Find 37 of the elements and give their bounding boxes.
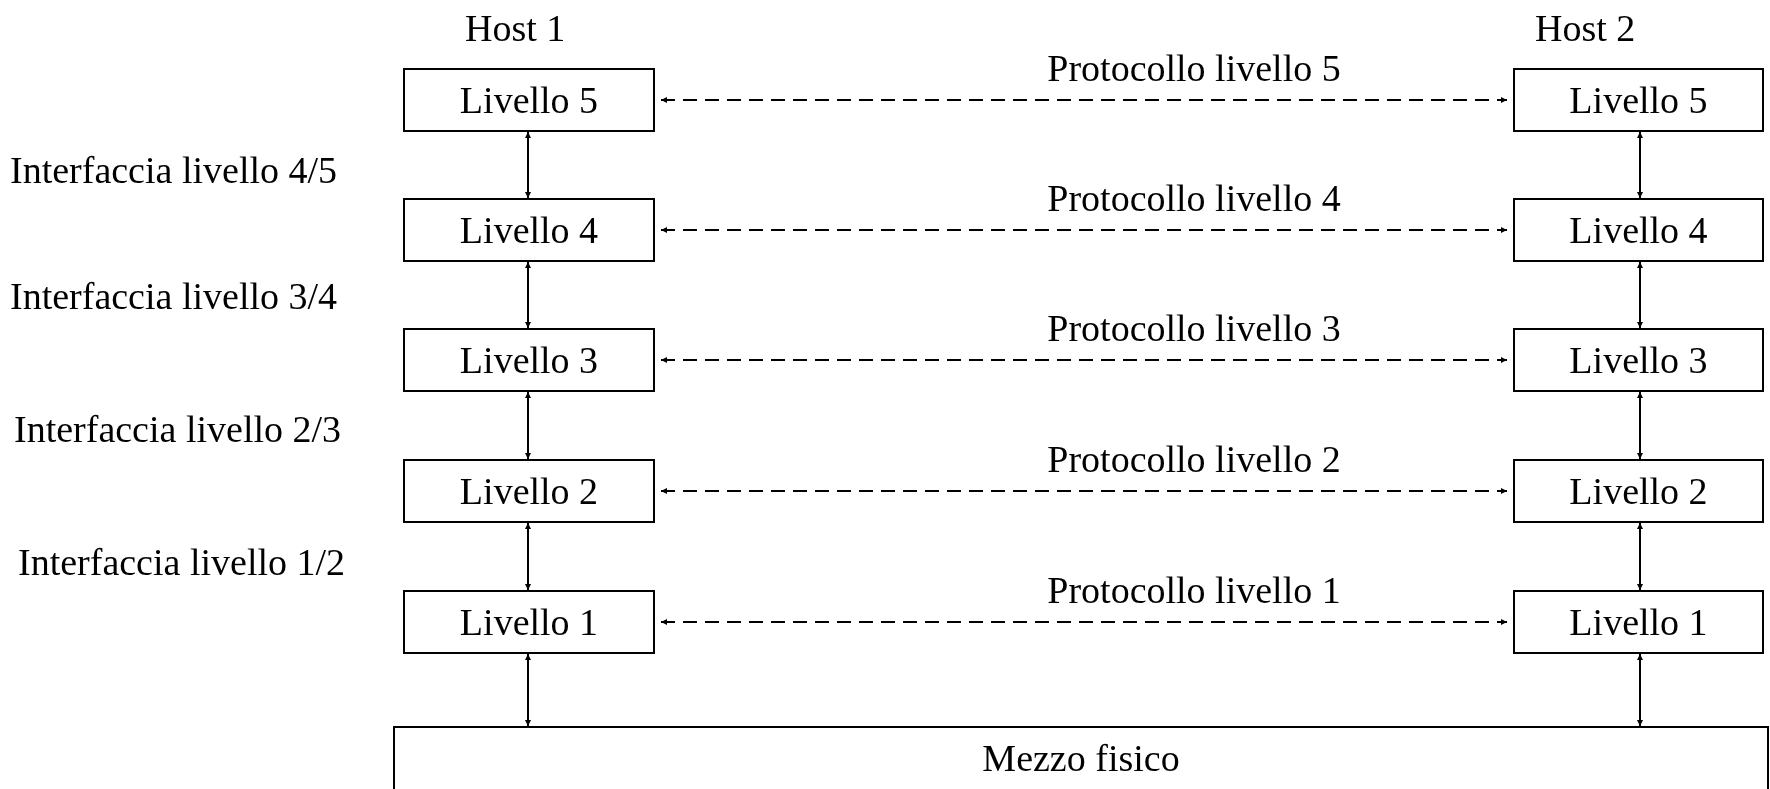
arrow (525, 522, 531, 591)
dashed-arrow (660, 97, 1508, 103)
arrow (1637, 522, 1643, 591)
layer-box: Livello 1 (403, 590, 655, 654)
layer-box: Livello 2 (1513, 459, 1764, 523)
edge-label: Protocollo livello 2 (1046, 437, 1342, 481)
layer-box: Mezzo fisico (393, 726, 1769, 789)
arrow (1637, 261, 1643, 329)
host-heading: Host 1 (465, 6, 566, 50)
arrow (1637, 131, 1643, 199)
interface-label: Interfaccia livello 3/4 (10, 274, 338, 318)
interface-label: Interfaccia livello 4/5 (10, 148, 338, 192)
dashed-arrow (660, 227, 1508, 233)
arrow (525, 131, 531, 199)
arrow (1637, 391, 1643, 460)
interface-label: Interfaccia livello 2/3 (14, 407, 342, 451)
layer-box: Livello 5 (403, 68, 655, 132)
layer-box: Livello 4 (403, 198, 655, 262)
arrow (525, 653, 531, 727)
dashed-arrow (660, 357, 1508, 363)
layer-box: Livello 4 (1513, 198, 1764, 262)
arrow (1637, 653, 1643, 727)
edge-label: Protocollo livello 1 (1046, 568, 1342, 612)
host-heading: Host 2 (1535, 6, 1636, 50)
interface-label: Interfaccia livello 1/2 (18, 540, 346, 584)
edge-label: Protocollo livello 4 (1046, 176, 1342, 220)
edge-label: Protocollo livello 3 (1046, 306, 1342, 350)
layer-box: Livello 2 (403, 459, 655, 523)
arrow (525, 261, 531, 329)
edge-label: Protocollo livello 5 (1046, 46, 1342, 90)
layer-box: Livello 1 (1513, 590, 1764, 654)
arrow (525, 391, 531, 460)
dashed-arrow (660, 619, 1508, 625)
layer-box: Livello 5 (1513, 68, 1764, 132)
layer-box: Livello 3 (1513, 328, 1764, 392)
layer-box: Livello 3 (403, 328, 655, 392)
dashed-arrow (660, 488, 1508, 494)
